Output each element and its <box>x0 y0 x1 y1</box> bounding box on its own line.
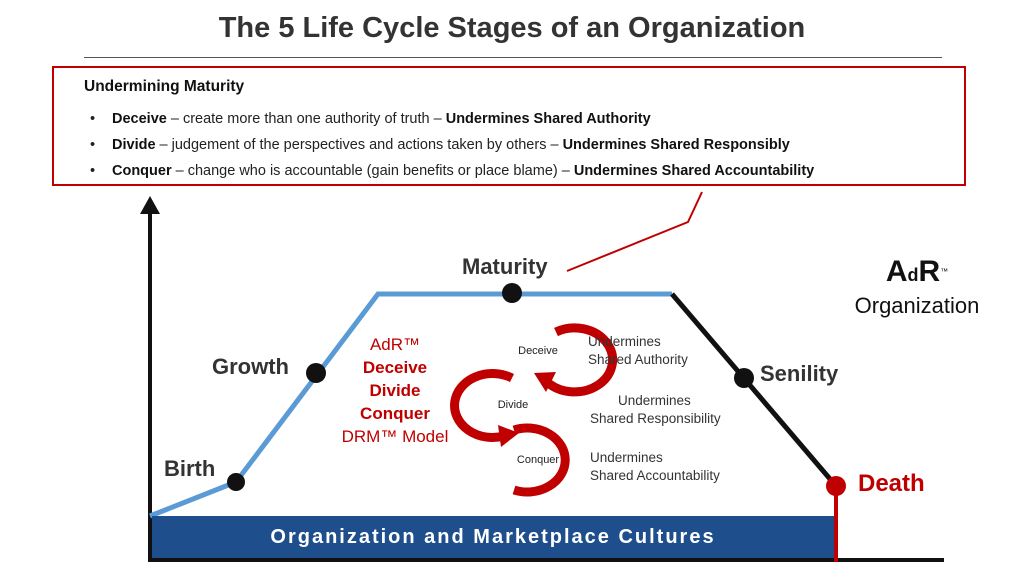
adr-organization-logo: AdR™ Organization <box>842 254 992 319</box>
growth-point <box>306 363 326 383</box>
adr-logo-subtitle: Organization <box>854 293 980 318</box>
title-divider <box>84 57 942 58</box>
list-item: •Divide – judgement of the perspectives … <box>90 137 790 153</box>
box-heading: Undermining Maturity <box>84 78 245 95</box>
list-item: •Conquer – change who is accountable (ga… <box>90 163 815 179</box>
maturity-label: Maturity <box>462 254 548 279</box>
deceive-arrowhead-icon <box>534 372 556 392</box>
model-line-conquer: Conquer <box>360 404 430 423</box>
callout-line <box>566 191 703 272</box>
growth-label: Growth <box>212 354 289 379</box>
divide-arrowhead-icon <box>498 425 519 447</box>
cycle-label-divide: Divide <box>497 399 529 411</box>
death-label: Death <box>858 470 925 497</box>
model-line-deceive: Deceive <box>362 358 428 377</box>
lifecycle-curve <box>149 291 672 519</box>
death-point <box>826 476 846 496</box>
list-item: •Deceive – create more than one authorit… <box>90 111 651 127</box>
cycle-label-conquer: Conquer <box>516 454 560 466</box>
senility-label: Senility <box>760 361 839 386</box>
drm-model-text: AdR™ Deceive Divide Conquer DRM™ Model <box>330 333 460 448</box>
adr-logo-mark: AdR™ <box>885 255 949 288</box>
senility-point <box>734 368 754 388</box>
model-line-adr: AdR™ <box>369 335 421 354</box>
page-title: The 5 Life Cycle Stages of an Organizati… <box>218 12 806 44</box>
model-line-drm: DRM™ Model <box>341 427 449 446</box>
conquer-cycle-arrow <box>512 423 570 497</box>
birth-point <box>227 473 245 491</box>
birth-label: Birth <box>164 456 216 481</box>
deceive-cycle-arrow <box>542 323 618 397</box>
culture-bar: Organization and Marketplace Cultures <box>152 516 834 558</box>
model-line-divide: Divide <box>369 381 421 400</box>
divide-cycle-arrow <box>450 368 515 442</box>
undermining-maturity-box: Undermining Maturity •Deceive – create m… <box>52 66 966 186</box>
cycle-label-deceive: Deceive <box>518 345 558 357</box>
box-list: •Deceive – create more than one authorit… <box>90 106 814 184</box>
y-axis-arrow-icon <box>140 196 160 214</box>
decline-line <box>670 292 838 488</box>
maturity-point <box>502 283 522 303</box>
